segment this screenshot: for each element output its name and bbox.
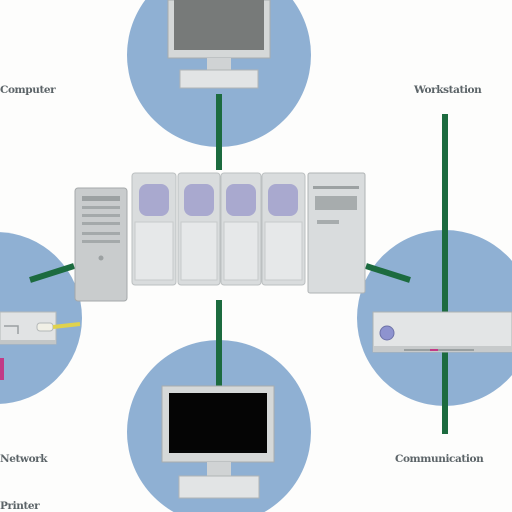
link-lines xyxy=(29,94,448,434)
monitor-icon xyxy=(167,0,271,89)
server-rack-icon xyxy=(131,172,366,294)
label-bottom-left: Network xyxy=(0,453,48,465)
tower-pc-icon xyxy=(74,187,128,302)
label-bottom-right: Communication xyxy=(395,453,484,465)
label-top-right: Workstation xyxy=(414,84,482,96)
label-top-left: Computer xyxy=(0,84,56,96)
monitor-icon xyxy=(161,385,275,499)
link-left xyxy=(29,263,75,283)
network-device-icon xyxy=(372,311,512,353)
label-bottom-left-secondary: Printer xyxy=(0,500,40,512)
link-right xyxy=(365,263,411,283)
network-switch-icon xyxy=(0,311,81,380)
